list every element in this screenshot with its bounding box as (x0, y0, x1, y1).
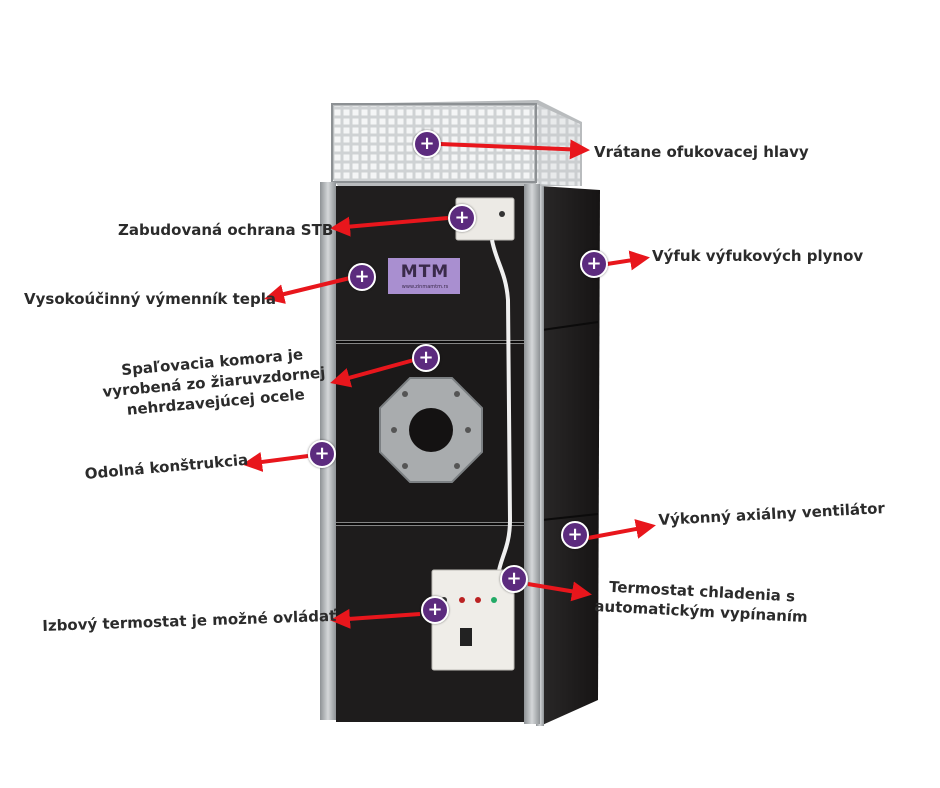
arrow-exchanger (264, 276, 351, 304)
label-stb: Zabudovaná ochrana STB (118, 221, 334, 239)
label-exhaust-head: Vrátane ofukovacej hlavy (594, 143, 809, 161)
thermostat-control-box (431, 569, 515, 671)
arrow-fan (587, 519, 656, 540)
hotspot-stb[interactable]: + (448, 204, 476, 232)
hotspot-chamber[interactable]: + (412, 344, 440, 372)
hotspot-room-thermostat[interactable]: + (421, 596, 449, 624)
label-exchanger: Vysokoúčinný výmenník tepla (24, 290, 276, 308)
brand-logo-url: www.zinmamtm.rs (401, 284, 449, 290)
brand-logo-plate (388, 258, 460, 294)
hotspot-exhaust-head[interactable]: + (413, 130, 441, 158)
arrow-exhaust-head (439, 139, 590, 160)
callout-arrows (242, 139, 656, 629)
control-cable (490, 239, 513, 577)
arrow-chamber (330, 358, 415, 388)
arrow-flue (606, 250, 650, 271)
arrow-construction (242, 452, 309, 472)
hotspot-exchanger[interactable]: + (348, 263, 376, 291)
arrow-thermostat-cool (527, 581, 592, 602)
burner-flange (379, 377, 483, 483)
hotspot-flue[interactable]: + (580, 250, 608, 278)
brand-logo-text: MTM (400, 262, 450, 282)
label-flue: Výfuk výfukových plynov (652, 247, 864, 265)
hotspot-fan[interactable]: + (561, 521, 589, 549)
hotspot-construction[interactable]: + (308, 440, 336, 468)
arrow-room-thermostat (330, 608, 421, 629)
arrow-stb (330, 216, 449, 237)
hotspot-thermostat-cool[interactable]: + (500, 565, 528, 593)
